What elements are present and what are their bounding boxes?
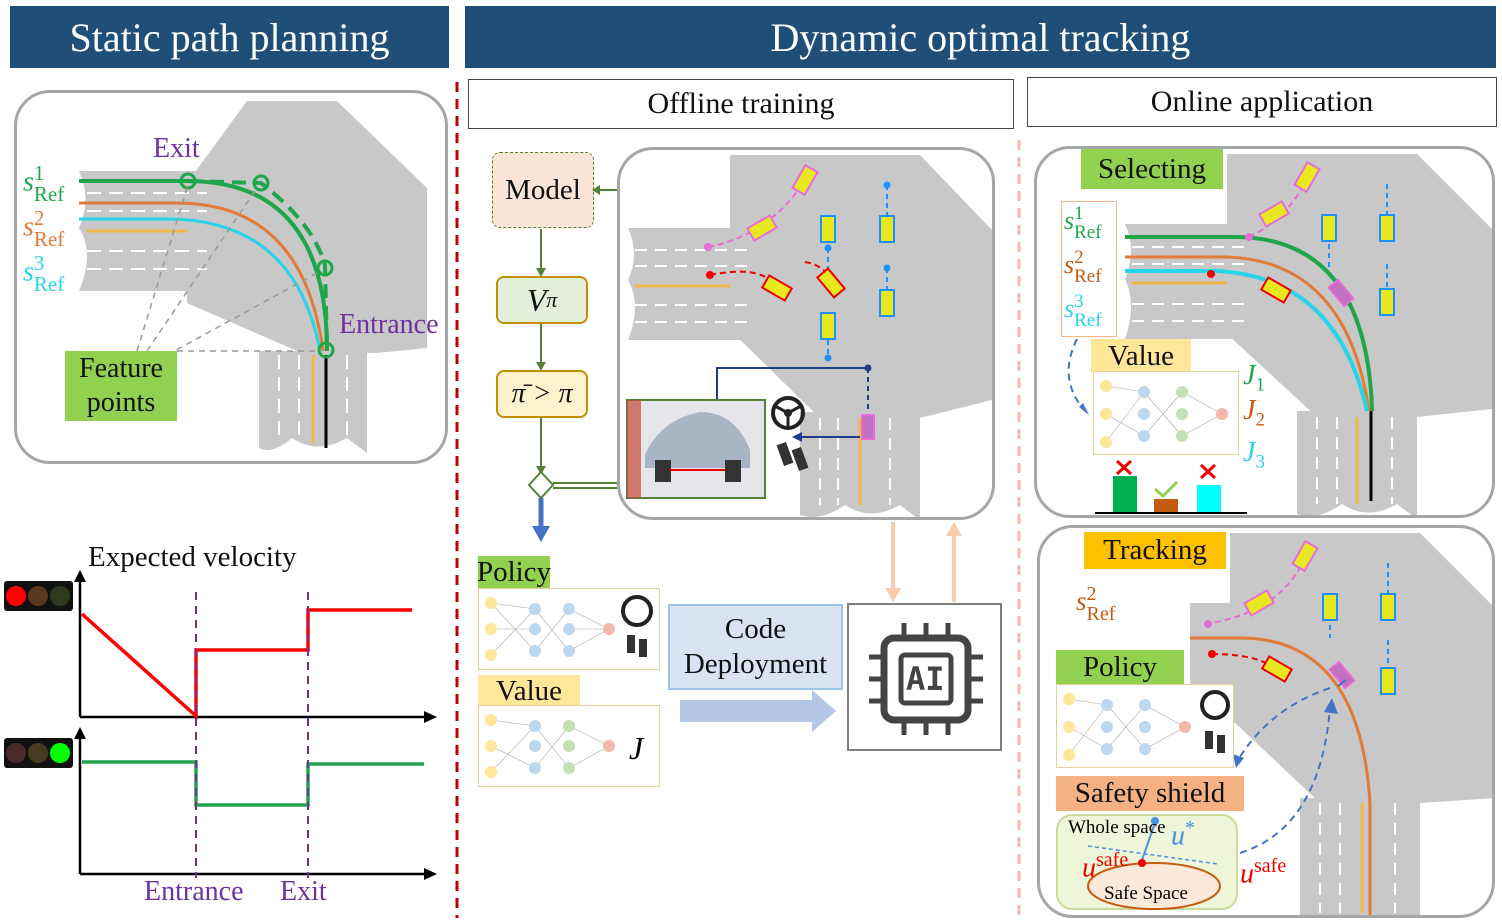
feature-point-markers (179, 172, 335, 359)
intersection-map-offline (626, 155, 992, 517)
cost-j3: J3 (1243, 437, 1265, 473)
green-light-icon (50, 743, 70, 763)
chart-x-label-exit: Exit (280, 876, 327, 907)
offline-policy-label: Policy (476, 556, 552, 589)
chart-x-label-entrance: Entrance (144, 876, 244, 907)
safety-shield-diagram: Whole space Safe Space u* usafe (1056, 814, 1238, 910)
vehicle-icons (1242, 539, 1396, 695)
check-icon (1154, 480, 1179, 499)
safe-space-label: Safe Space (1104, 883, 1188, 904)
dynamic-tracking-title: Dynamic optimal tracking (770, 14, 1191, 60)
tracking-policy-network (1056, 684, 1234, 768)
pedals-icon (776, 441, 809, 472)
offline-value-output: J (629, 730, 644, 766)
offline-value-label: Value (478, 675, 580, 708)
offline-training-header: Offline training (468, 79, 1014, 129)
steering-wheel-icon (771, 396, 805, 430)
dynamic-tracking-banner: Dynamic optimal tracking (465, 6, 1496, 68)
tracking-label: Tracking (1084, 532, 1226, 569)
static-planning-banner: Static path planning (10, 6, 449, 68)
cost-j1: J1 (1243, 360, 1265, 396)
ai-chip-text: AI (906, 660, 945, 698)
policy-improvement-box: π̄ > π (496, 370, 588, 418)
cost-j2: J2 (1243, 395, 1265, 431)
pedals-icon (627, 635, 635, 653)
model-box: Model (492, 152, 594, 228)
selecting-value-network (1093, 371, 1239, 455)
tracking-policy-label: Policy (1056, 650, 1184, 685)
steering-wheel-icon (621, 595, 653, 627)
entrance-label: Entrance (339, 309, 439, 340)
safety-shield-label: Safety shield (1056, 776, 1244, 811)
u-safe-output-label: usafe (1240, 855, 1287, 890)
ai-chip-icon (869, 623, 983, 735)
red-light-icon (6, 586, 26, 606)
intersection-map-selecting (1067, 154, 1492, 515)
u-star-label: u* (1171, 817, 1195, 852)
exit-label: Exit (153, 133, 200, 164)
selecting-label: Selecting (1081, 149, 1223, 189)
selecting-value-label: Value (1091, 339, 1191, 373)
ai-chip-box: AI (847, 603, 1002, 751)
offline-value-network: J (478, 705, 660, 787)
pedals-icon (1205, 731, 1213, 749)
cost-comparison-bars (1095, 459, 1247, 514)
intersection-map-tracking (1190, 533, 1492, 915)
vehicle-icons (745, 163, 895, 440)
offline-simulation-panel (617, 147, 995, 520)
intersection-map-static (79, 101, 427, 453)
code-deployment-box: Code Deployment (668, 604, 843, 690)
whole-space-label: Whole space (1068, 817, 1166, 838)
feature-points-label: Feature points (65, 351, 177, 421)
vehicle-icons (1257, 160, 1395, 316)
online-application-header: Online application (1027, 77, 1497, 127)
u-safe-inner-label: usafe (1082, 849, 1129, 884)
offline-policy-network (478, 588, 660, 670)
static-planning-title: Static path planning (69, 14, 390, 60)
steering-wheel-icon (1200, 690, 1230, 720)
velocity-chart-title: Expected velocity (88, 541, 297, 573)
